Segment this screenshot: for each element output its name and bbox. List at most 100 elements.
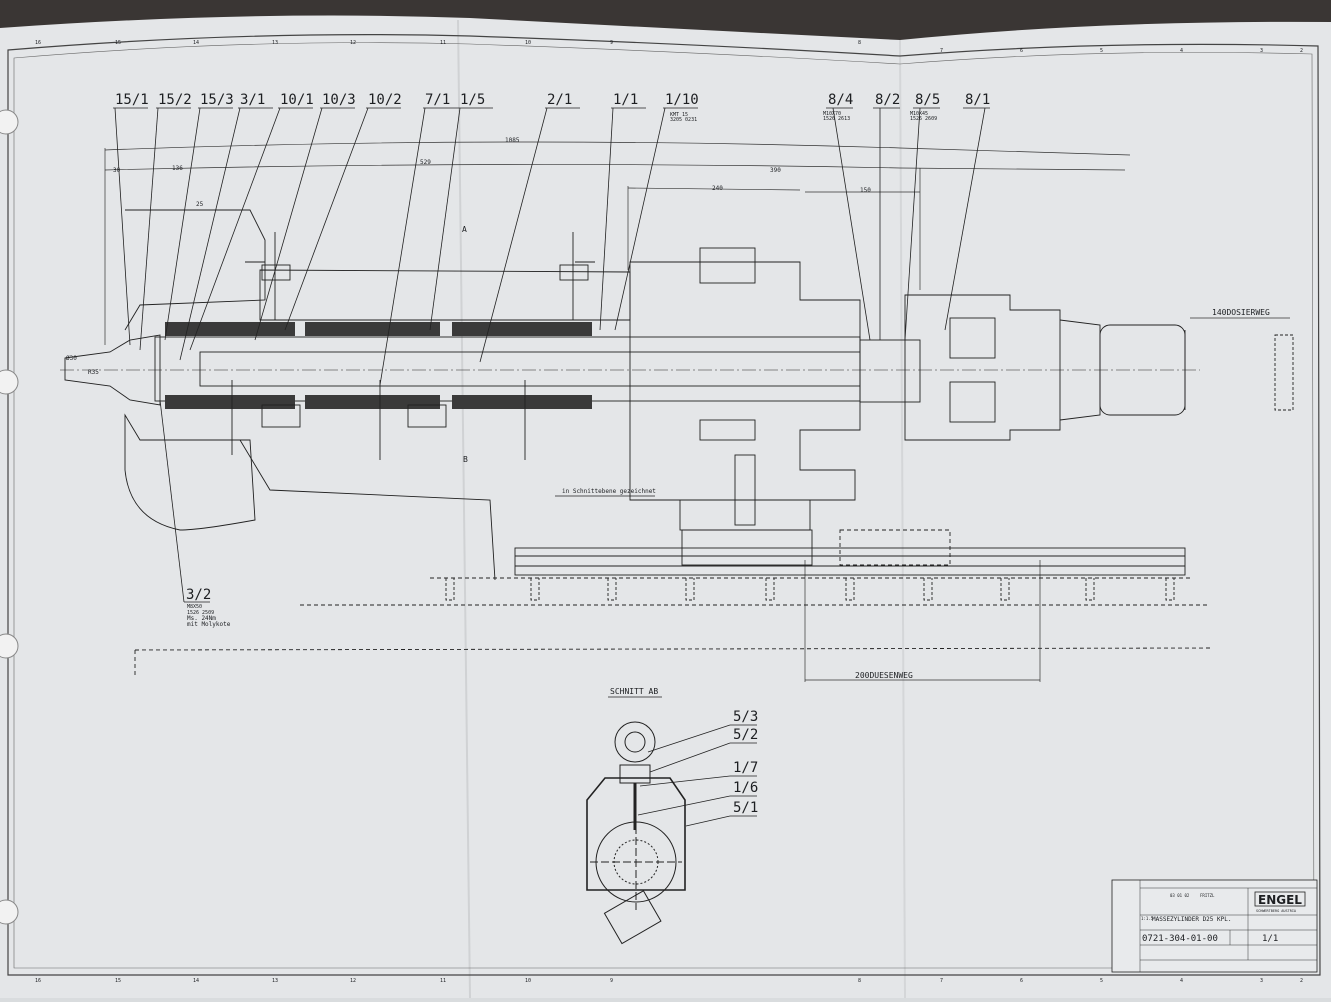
dim-30: 30 <box>113 167 121 174</box>
leader-line <box>429 107 461 331</box>
zone-number: 16 <box>35 40 41 46</box>
section-plane-note: in Schnittebene gezeichnet <box>562 488 656 495</box>
leader-line <box>599 107 614 331</box>
zone-number-bottom: 13 <box>272 978 278 984</box>
drawing-number: 0721-304-01-00 <box>1142 934 1218 944</box>
dim-dia30: Ø30 <box>66 355 77 362</box>
section-part-label: 5/1 <box>733 800 758 816</box>
leader-line <box>139 107 159 351</box>
zone-number: 15 <box>115 40 121 46</box>
zone-number-bottom: 3 <box>1260 978 1263 984</box>
part-note: M10X45 <box>910 111 928 117</box>
zone-number: 3 <box>1260 48 1263 54</box>
leader-line <box>114 107 131 346</box>
zone-number-bottom: 6 <box>1020 978 1023 984</box>
rail-foot <box>1000 578 1010 601</box>
dim-240: 240 <box>712 185 723 192</box>
part-note: KMT 15 <box>670 112 688 118</box>
zone-number-bottom: 12 <box>350 978 356 984</box>
part-note: 3205 0231 <box>670 117 697 123</box>
part-label: 1/10 <box>665 92 699 108</box>
dim-390: 390 <box>770 167 781 174</box>
leader-line <box>189 107 281 351</box>
rail-foot <box>445 578 455 601</box>
zone-number-bottom: 5 <box>1100 978 1103 984</box>
paper-sheet <box>0 15 1331 999</box>
zone-number-bottom: 10 <box>525 978 531 984</box>
part-label: 8/5 <box>915 92 940 108</box>
leader-line <box>685 815 731 827</box>
drafter-name: FRITZL <box>1200 893 1215 898</box>
section-part-label: 1/6 <box>733 780 758 796</box>
zone-number: 5 <box>1100 48 1103 54</box>
nozzle-stroke-label: 200DUESENWEG <box>855 671 913 680</box>
company-location: SCHWERTBERG AUSTRIA <box>1256 909 1297 913</box>
rail-foot <box>685 578 695 601</box>
part-label: 8/4 <box>828 92 853 108</box>
leader-line <box>832 107 871 341</box>
zone-number: 2 <box>1300 48 1303 54</box>
zone-number-bottom: 16 <box>35 978 41 984</box>
part-label: 1/1 <box>613 92 638 108</box>
injection-unit-assembly <box>60 209 1294 675</box>
zone-number-bottom: 4 <box>1180 978 1183 984</box>
part-note: 1526 2613 <box>823 116 850 122</box>
leader-line <box>254 107 323 341</box>
part-label: 10/1 <box>280 92 314 108</box>
zone-number-bottom: 14 <box>193 978 199 984</box>
drawing-date: 03 01 02 <box>1170 893 1190 898</box>
part-note: mit Molykote <box>187 621 231 628</box>
zone-number: 10 <box>525 40 531 46</box>
leader-line <box>179 107 241 361</box>
section-part-label: 1/7 <box>733 760 758 776</box>
zone-number: 6 <box>1020 48 1023 54</box>
rail-foot <box>1085 578 1095 601</box>
zone-number-bottom: 9 <box>610 978 613 984</box>
scale: 1:1.5 <box>1141 916 1154 921</box>
leader-line <box>649 742 731 773</box>
leader-line <box>159 399 185 603</box>
leader-line <box>614 107 666 331</box>
section-view-title: SCHNITT AB <box>610 687 658 696</box>
dim-25: 25 <box>196 201 204 208</box>
part-note: 1526 2609 <box>910 116 937 122</box>
zone-number: 4 <box>1180 48 1183 54</box>
leader-line <box>637 795 731 816</box>
dim-529: 529 <box>420 159 431 166</box>
zone-number-bottom: 2 <box>1300 978 1303 984</box>
rail-foot <box>530 578 540 601</box>
part-label: 10/2 <box>368 92 402 108</box>
part-label: 8/2 <box>875 92 900 108</box>
title-block: ENGEL SCHWERTBERG AUSTRIA 03 01 02 FRITZ… <box>1111 879 1318 973</box>
part-note: 1526 2509 <box>187 610 214 616</box>
leader-line <box>479 107 548 363</box>
part-note: M10X70 <box>823 111 841 117</box>
part-note: Ms. 24Nm <box>187 615 216 622</box>
drawing-title: MASSEZYLINDER D25 KPL. <box>1152 916 1231 923</box>
zone-number: 14 <box>193 40 199 46</box>
leader-line <box>904 107 921 341</box>
zone-number: 7 <box>940 48 943 54</box>
section-view-drawing <box>586 721 686 945</box>
sheet-number: 1/1 <box>1262 934 1278 944</box>
rail-foot <box>1165 578 1175 601</box>
zone-number: 9 <box>610 40 613 46</box>
part-label: 15/1 <box>115 92 149 108</box>
company-logo: ENGEL <box>1258 893 1302 907</box>
leader-line <box>379 107 426 386</box>
dosing-stroke-label: 140DOSIERWEG <box>1212 308 1270 317</box>
part-label: 2/1 <box>547 92 572 108</box>
leader-line <box>944 107 986 331</box>
part-note: M8X50 <box>187 604 202 610</box>
zone-number-bottom: 7 <box>940 978 943 984</box>
section-part-label: 5/2 <box>733 727 758 743</box>
rail-foot <box>765 578 775 601</box>
leader-line <box>647 724 731 753</box>
dim-1085: 1085 <box>505 137 520 144</box>
zone-number: 11 <box>440 40 446 46</box>
zone-number-bottom: 15 <box>115 978 121 984</box>
section-marker-a: A <box>462 225 467 234</box>
zone-number: 13 <box>272 40 278 46</box>
rail-foot <box>607 578 617 601</box>
